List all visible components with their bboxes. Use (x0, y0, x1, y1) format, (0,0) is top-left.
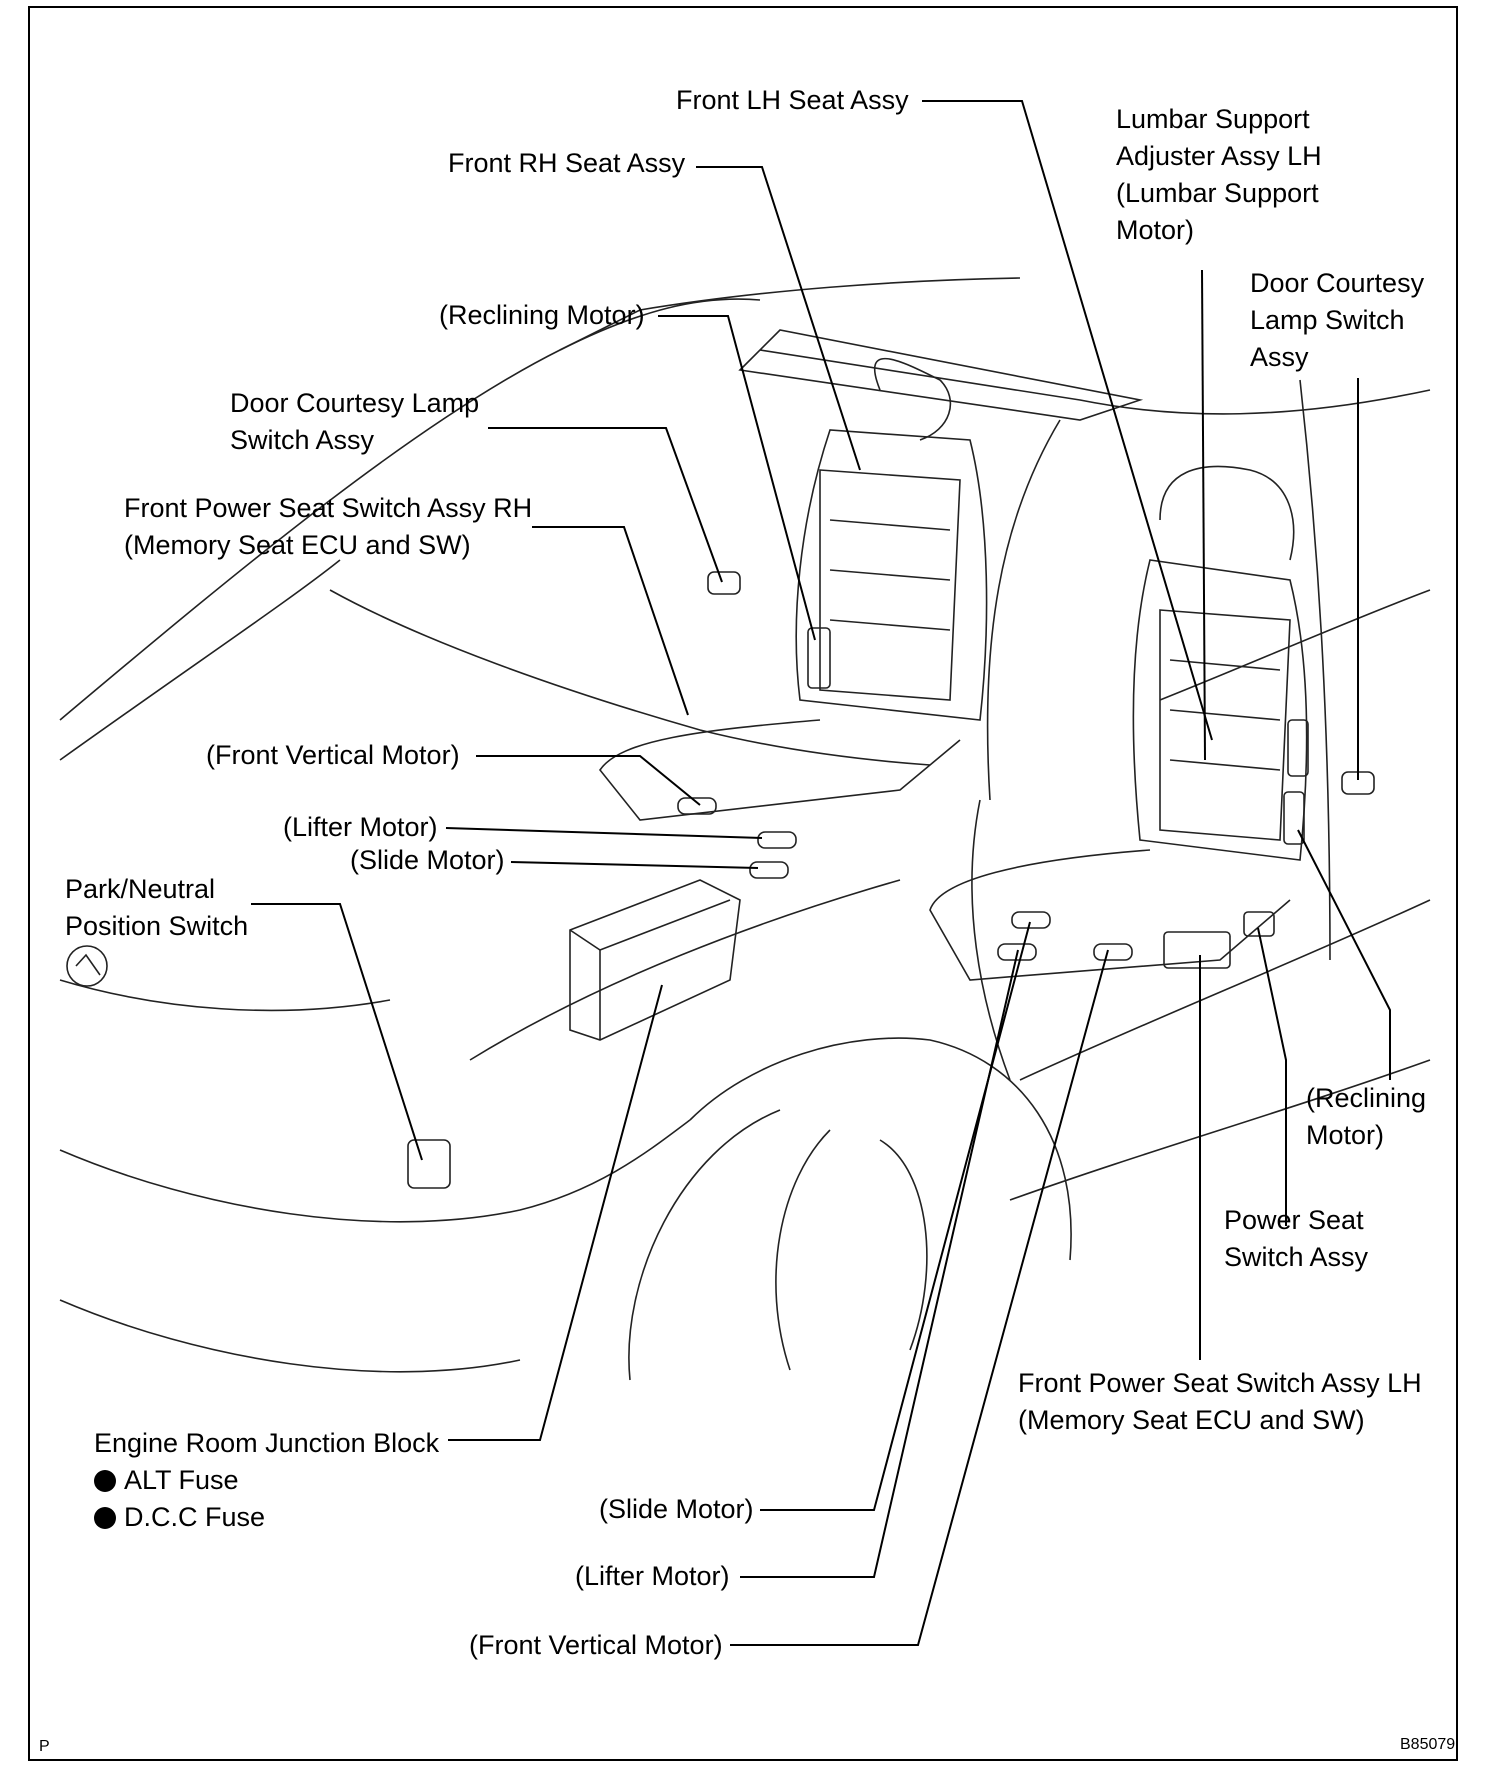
junction-block-illustration (569, 879, 741, 1041)
label-front-vertical-motor-rh: (Front Vertical Motor) (206, 740, 460, 770)
label-slide-motor-lh: (Slide Motor) (599, 1494, 754, 1524)
parts-illustration (66, 571, 1375, 1189)
label-front-power-seat-switch-rh: Front Power Seat Switch Assy RH (Memory … (124, 493, 533, 560)
label-reclining-motor-lh: (Reclining Motor) (1306, 1083, 1427, 1150)
rh-seat-illustration (599, 357, 988, 821)
power-seat-switch-lh-icon (1163, 931, 1231, 969)
label-door-courtesy-lamp-rh: Door Courtesy Lamp Switch Assy (230, 388, 480, 455)
label-engine-room-junction-block: Engine Room Junction Block ALT Fuse D.C.… (94, 1425, 439, 1536)
bullet-icon (94, 1507, 116, 1529)
label-door-courtesy-lamp-lh: Door Courtesy Lamp Switch Assy (1250, 268, 1425, 372)
lexus-emblem-icon (66, 945, 108, 987)
slide-motor-rh-icon (749, 861, 789, 879)
car-body-outline (59, 277, 1431, 1381)
label-lumbar-support-adjuster: Lumbar Support Adjuster Assy LH (Lumbar … (1116, 104, 1322, 245)
lh-seat-illustration (929, 465, 1308, 981)
slide-motor-lh-icon (1093, 943, 1133, 961)
label-reclining-motor-rh: (Reclining Motor) (439, 300, 645, 330)
bullet-icon (94, 1470, 116, 1492)
label-slide-motor-rh: (Slide Motor) (350, 845, 505, 875)
label-front-power-seat-switch-lh: Front Power Seat Switch Assy LH (Memory … (1018, 1368, 1422, 1435)
label-lifter-motor-rh: (Lifter Motor) (283, 812, 438, 842)
park-neutral-switch-icon (407, 1139, 451, 1189)
label-power-seat-switch-assy: Power Seat Switch Assy (1224, 1205, 1369, 1272)
lumbar-motor-icon (1287, 719, 1309, 777)
label-front-vertical-motor-lh: (Front Vertical Motor) (469, 1630, 723, 1660)
label-park-neutral-switch: Park/Neutral Position Switch (65, 874, 249, 941)
front-vertical-motor-lh-icon (1011, 911, 1051, 929)
figure-code: B85079 (1400, 1736, 1456, 1753)
corner-code-left: P (39, 1738, 50, 1755)
label-front-rh-seat-assy: Front RH Seat Assy (448, 148, 686, 178)
door-lamp-switch-rh-icon (707, 571, 741, 595)
leader-lines (251, 100, 1391, 1646)
fuse-item: ALT Fuse (94, 1462, 439, 1499)
diagram-frame (28, 6, 1458, 1761)
fuse-item: D.C.C Fuse (94, 1499, 439, 1536)
label-front-lh-seat-assy: Front LH Seat Assy (676, 85, 909, 115)
lifter-motor-lh-icon (997, 943, 1037, 961)
front-vertical-motor-rh-icon (677, 797, 717, 815)
reclining-motor-rh-icon (807, 627, 831, 689)
lifter-motor-rh-icon (757, 831, 797, 849)
label-lifter-motor-lh: (Lifter Motor) (575, 1561, 730, 1591)
reclining-motor-lh-icon (1283, 791, 1305, 845)
